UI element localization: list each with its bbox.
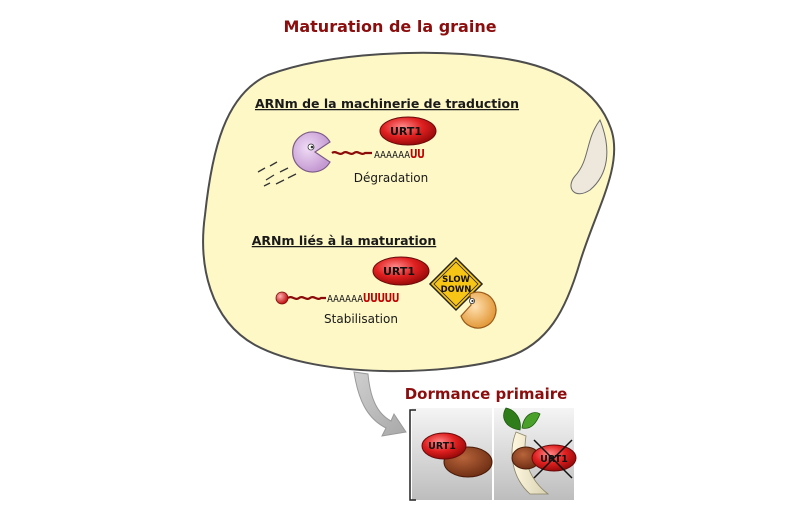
urt1-enzyme-top: URT1 — [379, 116, 437, 146]
degradation-pacman — [292, 131, 331, 173]
seed-shape — [202, 51, 616, 373]
maturation-heading: ARNm liés à la maturation — [252, 233, 437, 248]
mrna-fragments — [257, 161, 297, 187]
urt1-label-top: URT1 — [390, 125, 422, 138]
poly-a-top: AAAAAAUU — [374, 147, 425, 161]
translation-heading: ARNm de la machinerie de traduction — [255, 96, 519, 111]
sign-text-line1: SLOW — [442, 275, 470, 285]
dormancy-title: Dormance primaire — [405, 385, 568, 403]
degradation-caption: Dégradation — [354, 171, 428, 185]
urt1-label-left: URT1 — [428, 441, 456, 452]
slow-down-sign: SLOW DOWN — [428, 256, 484, 312]
slowed-pacman — [460, 291, 497, 329]
mrna-cap — [275, 291, 289, 305]
germinating-seedling — [503, 407, 550, 495]
cross-line-2 — [533, 439, 573, 479]
poly-a-middle: AAAAAAUUUUU — [327, 291, 399, 305]
transition-arrow — [353, 371, 407, 437]
urt1-enzyme-right-inactive: URT1 — [531, 439, 577, 479]
mrna-strand-top — [331, 151, 372, 155]
mrna-strand-middle — [287, 296, 326, 300]
page-title: Maturation de la graine — [283, 17, 496, 36]
sign-text-line2: DOWN — [441, 285, 472, 295]
urt1-label-middle: URT1 — [383, 265, 415, 278]
urt1-enzyme-left: URT1 — [421, 432, 467, 460]
urt1-enzyme-middle: URT1 — [372, 256, 430, 286]
stabilisation-caption: Stabilisation — [324, 312, 398, 326]
seed-hilum — [570, 118, 608, 195]
